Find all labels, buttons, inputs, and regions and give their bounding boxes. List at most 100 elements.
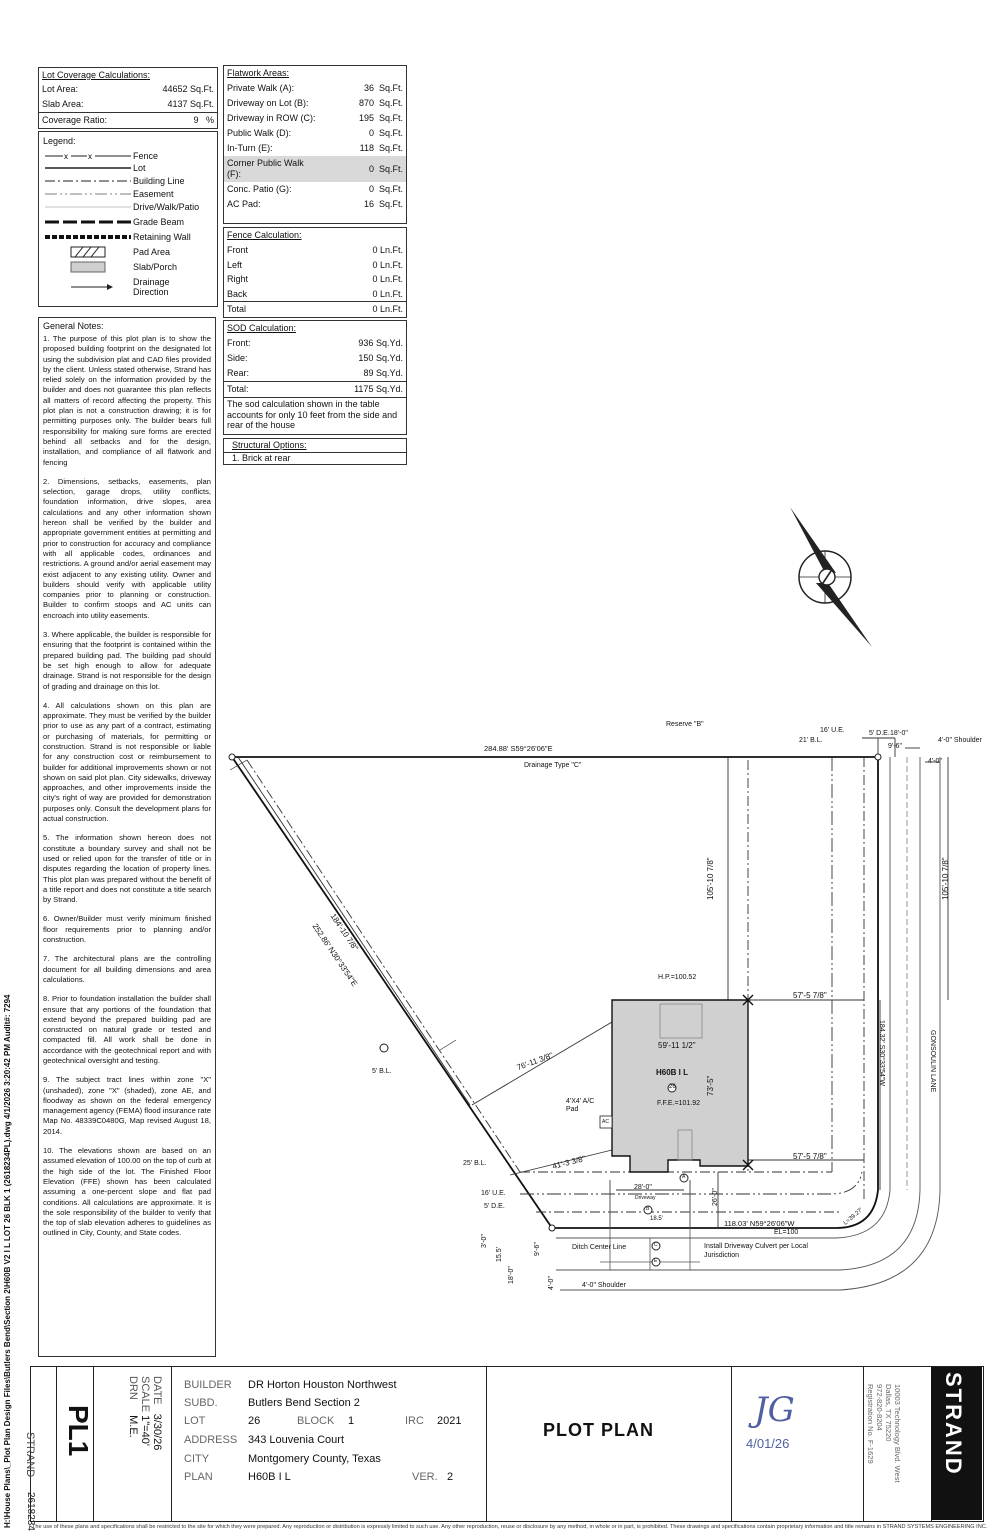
rear-lot-dimension: 284.88' S59°26'06"E bbox=[484, 744, 553, 753]
plan-name-label: H60B I L bbox=[656, 1068, 689, 1077]
dim-label: 105'-10 7/8" bbox=[941, 857, 950, 900]
footer-disclaimer: The use of these plans and specification… bbox=[32, 1524, 988, 1530]
legend-item: Lot bbox=[45, 163, 146, 173]
flatwork-tag: C bbox=[654, 1242, 658, 1248]
lot-coverage-title: Lot Coverage Calculations: bbox=[42, 70, 151, 80]
irc-value: 2021 bbox=[437, 1415, 462, 1427]
legend-item: Retaining Wall bbox=[45, 231, 191, 242]
bl-label: 25' B.L. bbox=[463, 1160, 487, 1167]
strand-vertical-label: STRAND bbox=[24, 1432, 36, 1478]
sod-row: Total:1175 Sq.Yd. bbox=[224, 381, 406, 397]
subd-label: SUBD. bbox=[184, 1397, 218, 1409]
version-label: VER. bbox=[412, 1471, 438, 1483]
sod-row: Side:150 Sq.Yd. bbox=[227, 353, 403, 363]
dim-label: 4'-0" bbox=[548, 1276, 555, 1290]
plan-value: H60B I L bbox=[248, 1471, 291, 1483]
svg-text:x: x bbox=[88, 152, 92, 160]
house-depth-dimension: 73'-5" bbox=[706, 1075, 715, 1096]
flatwork-row: Conc. Patio (G):0 Sq.Ft. bbox=[227, 184, 403, 194]
flatwork-tag: A bbox=[682, 1174, 686, 1180]
flatwork-row: Driveway on Lot (B):870 Sq.Ft. bbox=[227, 98, 403, 108]
dim-label: 57'-5 7/8" bbox=[793, 1152, 827, 1161]
general-note: 8. Prior to foundation installation the … bbox=[43, 994, 211, 1065]
culvert-note: Install Driveway Culvert per Local Juris… bbox=[704, 1243, 808, 1259]
general-note: 1. The purpose of this plot plan is to s… bbox=[43, 334, 211, 467]
address-value: 343 Louvenia Court bbox=[248, 1434, 345, 1446]
block-value: 1 bbox=[348, 1415, 355, 1427]
driveway-label: Driveway bbox=[635, 1195, 656, 1201]
fence-title: Fence Calculation: bbox=[227, 230, 302, 240]
right-lot-dimension: 184.32' S30°33'54"W bbox=[878, 1020, 885, 1086]
legend-item: xxxxFence bbox=[45, 150, 159, 161]
front-lot-dimension: 118.03' N59°26'06"W bbox=[724, 1219, 795, 1228]
flatwork-tag: B bbox=[646, 1206, 650, 1212]
lot-coverage-row: Slab Area:4137 Sq.Ft. bbox=[42, 99, 214, 109]
general-note: 10. The elevations shown are based on an… bbox=[43, 1146, 211, 1238]
address-label: ADDRESS bbox=[184, 1434, 238, 1446]
lot-coverage-table: Lot Coverage Calculations: Lot Area:4465… bbox=[38, 67, 218, 129]
dim-label: 3'-0" bbox=[481, 1234, 488, 1248]
general-note: 6. Owner/Builder must verify minimum fin… bbox=[43, 914, 211, 945]
drawn-by-field: DRN M.E. bbox=[127, 1376, 139, 1438]
high-point-label: H.P.=100.52 bbox=[658, 974, 697, 981]
north-arrow-icon bbox=[790, 507, 872, 647]
general-note: 2. Dimensions, setbacks, easements, plan… bbox=[43, 476, 211, 620]
brand-block bbox=[931, 1367, 982, 1520]
sheet-number: PL1 bbox=[63, 1405, 94, 1457]
ue-label: 16' U.E. bbox=[820, 727, 845, 734]
lot-number-label: 26 bbox=[669, 1084, 676, 1090]
plot-plan-drawing bbox=[228, 737, 949, 1291]
plan-label: PLAN bbox=[184, 1471, 213, 1483]
sod-title: SOD Calculation: bbox=[227, 323, 297, 333]
flatwork-row: AC Pad:16 Sq.Ft. bbox=[227, 199, 403, 209]
dim-label: 18'-0" bbox=[890, 730, 908, 737]
dim-label: 26'-0" bbox=[712, 1188, 719, 1206]
flatwork-row: Driveway in ROW (C):195 Sq.Ft. bbox=[227, 113, 403, 123]
ue-label: 16' U.E. bbox=[481, 1190, 506, 1197]
legend-item: Drainage Direction bbox=[39, 274, 217, 300]
bl-label: 21' B.L. bbox=[799, 737, 823, 744]
flatwork-row: Corner Public Walk (F):0 Sq.Ft. bbox=[224, 156, 406, 182]
legend-item: Slab/Porch bbox=[39, 259, 217, 274]
dim-label: 9'-6" bbox=[534, 1242, 541, 1256]
ditch-label: Ditch Center Line bbox=[572, 1244, 627, 1251]
ffe-label: F.F.E.=101.92 bbox=[657, 1100, 701, 1107]
flatwork-title: Flatwork Areas: bbox=[227, 68, 290, 78]
de-label: 5' D.E. bbox=[869, 730, 890, 737]
legend-item: Pad Area bbox=[39, 244, 217, 259]
street-name: GONSOULIN LANE bbox=[929, 1030, 936, 1093]
date-field: DATE 3/30/26 bbox=[151, 1376, 163, 1451]
general-notes-title: General Notes: bbox=[43, 321, 104, 331]
signature: JG bbox=[754, 1390, 795, 1430]
drainage-label: Drainage Type "C" bbox=[524, 762, 582, 769]
builder-value: DR Horton Houston Northwest bbox=[248, 1379, 397, 1391]
city-label: CITY bbox=[184, 1453, 210, 1465]
dim-label: 4'-0" bbox=[928, 758, 942, 765]
dim-label: 105'-10 7/8" bbox=[706, 857, 715, 900]
flatwork-table: Flatwork Areas: Private Walk (A):36 Sq.F… bbox=[223, 65, 407, 224]
flatwork-row: In-Turn (E):118 Sq.Ft. bbox=[227, 143, 403, 153]
flatwork-tag: E bbox=[654, 1258, 658, 1264]
legend-item: Easement bbox=[45, 188, 174, 199]
legend-item: Building Line bbox=[45, 175, 185, 186]
title-block bbox=[30, 1366, 984, 1522]
general-notes: General Notes: 1. The purpose of this pl… bbox=[38, 317, 216, 1357]
shoulder-label: 4'-0" Shoulder bbox=[938, 737, 982, 744]
dim-label: 18'-0" bbox=[508, 1266, 515, 1284]
sheet-title: PLOT PLAN bbox=[543, 1420, 654, 1440]
lot-coverage-row: Lot Area:44652 Sq.Ft. bbox=[42, 84, 214, 94]
lot-coverage-row: Coverage Ratio:9 % bbox=[39, 112, 217, 128]
lot-value: 26 bbox=[248, 1415, 261, 1427]
brand-logo: STRAND bbox=[941, 1372, 966, 1476]
city-value: Montgomery County, Texas bbox=[248, 1453, 381, 1465]
version-value: 2 bbox=[447, 1471, 454, 1483]
house-width-dimension: 59'-11 1/2" bbox=[658, 1041, 696, 1050]
sod-table: SOD Calculation: Front:936 Sq.Yd. Side:1… bbox=[223, 320, 407, 435]
builder-label: BUILDER bbox=[184, 1379, 232, 1391]
legend-box: Legend: xxxxFence Lot Building Line Ease… bbox=[38, 131, 218, 307]
